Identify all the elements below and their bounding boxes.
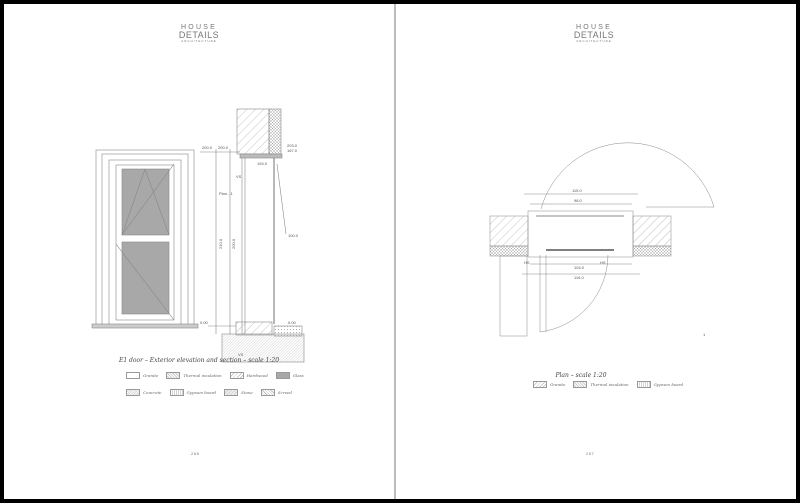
legend-label: Hardwood [246, 373, 268, 378]
svg-text:1: 1 [703, 332, 706, 337]
logo-line2: DETAILS [573, 30, 615, 40]
legend-label: Gypsum board [653, 382, 684, 387]
svg-text:98.0: 98.0 [574, 198, 583, 203]
svg-text:100.0: 100.0 [288, 233, 299, 238]
drawing-title: Plan – scale 1:20 [555, 372, 607, 379]
legend-label: Granite [143, 373, 159, 378]
door-section [200, 108, 305, 363]
legend-item-gypsum: Gypsum board [636, 381, 684, 388]
legend-item-insulation: Thermal insulation [573, 381, 629, 388]
svg-text:167.0: 167.0 [287, 148, 298, 153]
drawing-title: E1 door – Exterior elevation and section… [118, 357, 280, 364]
svg-text:104.0: 104.0 [574, 265, 585, 270]
stone-swatch [224, 389, 239, 396]
legend-item-granite: Granite [126, 372, 158, 379]
legend-label: Granite [550, 382, 566, 387]
house-details-logo: HOUSE DETAILS ARCHITECTURE [554, 24, 634, 43]
logo-line3: ARCHITECTURE [576, 39, 612, 43]
concrete-swatch [126, 389, 140, 396]
logo-line1: HOUSE [181, 24, 217, 31]
logo-line2: DETAILS [178, 30, 220, 40]
svg-text:0.00: 0.00 [200, 320, 209, 325]
insulation-swatch [573, 381, 588, 388]
page-gutter [394, 4, 396, 499]
legend-item-glass: Glass [275, 372, 304, 379]
page-number: 266 [191, 451, 200, 456]
gypsum-swatch [169, 389, 184, 396]
legend-label: Glass [292, 373, 304, 378]
legend-row-1: Granite Thermal insulation Hardwood Glas… [126, 372, 304, 379]
hardwood-swatch [229, 372, 244, 379]
svg-text:115.0: 115.0 [572, 188, 582, 193]
legend-label: Thermal insulation [590, 382, 629, 387]
granite-swatch [126, 372, 140, 379]
granite-swatch [533, 381, 547, 388]
logo-line1: HOUSE [576, 24, 612, 31]
legend-item-screed: Screed [260, 389, 292, 396]
svg-text:210.0: 210.0 [218, 238, 223, 249]
house-details-logo: HOUSE DETAILS ARCHITECTURE [159, 24, 239, 43]
insulation-swatch [166, 372, 181, 379]
svg-text:VS: VS [236, 174, 242, 179]
legend-label: Stone [241, 390, 253, 395]
svg-text:200.0: 200.0 [218, 145, 229, 150]
legend-item-stone: Stone [224, 389, 253, 396]
legend-item-hardwood: Hardwood [229, 372, 268, 379]
svg-text:Plan - 1: Plan - 1 [219, 191, 234, 196]
svg-text:HS: HS [600, 260, 606, 265]
svg-text:HS: HS [524, 260, 530, 265]
svg-text:116.0: 116.0 [574, 275, 584, 280]
plan-dimensions: 115.0 98.0 104.0 116.0 HS HS 1 [524, 188, 706, 337]
screed-swatch [260, 389, 275, 396]
svg-text:VS: VS [238, 352, 244, 357]
legend-label: Thermal insulation [183, 373, 222, 378]
gypsum-swatch [636, 381, 651, 388]
legend-label: Screed [277, 390, 292, 395]
legend-row: Granite Thermal insulation Gypsum board [533, 381, 683, 388]
legend-label: Gypsum board [186, 390, 217, 395]
section-dimensions: 200.0 200.0 203.0 167.0 194.0 100.0 VS V… [200, 143, 299, 357]
svg-text:0.00: 0.00 [288, 320, 297, 325]
glass-swatch [275, 372, 290, 379]
logo-line3: ARCHITECTURE [181, 39, 217, 43]
elevation-section-drawing: 200.0 200.0 203.0 167.0 194.0 100.0 VS V… [91, 108, 305, 363]
legend-item-insulation: Thermal insulation [166, 372, 222, 379]
legend-row-2: Concrete Gypsum board Stone Screed [126, 389, 292, 396]
book-spread: HOUSE DETAILS ARCHITECTURE [4, 4, 796, 499]
svg-text:200.0: 200.0 [202, 145, 213, 150]
legend-item-granite: Granite [533, 381, 565, 388]
svg-text:203.0: 203.0 [287, 143, 298, 148]
door-elevation [91, 149, 199, 329]
legend-item-gypsum: Gypsum board [169, 389, 217, 396]
legend-label: Concrete [143, 390, 162, 395]
plan-drawing: 115.0 98.0 104.0 116.0 HS HS 1 [489, 142, 715, 337]
plan-linework [489, 142, 715, 337]
svg-text:194.0: 194.0 [257, 161, 268, 166]
svg-text:200.0: 200.0 [231, 238, 236, 249]
right-page: HOUSE DETAILS ARCHITECTURE [396, 4, 796, 499]
legend-item-concrete: Concrete [126, 389, 162, 396]
left-page: HOUSE DETAILS ARCHITECTURE [4, 4, 394, 499]
page-number: 267 [586, 451, 595, 456]
